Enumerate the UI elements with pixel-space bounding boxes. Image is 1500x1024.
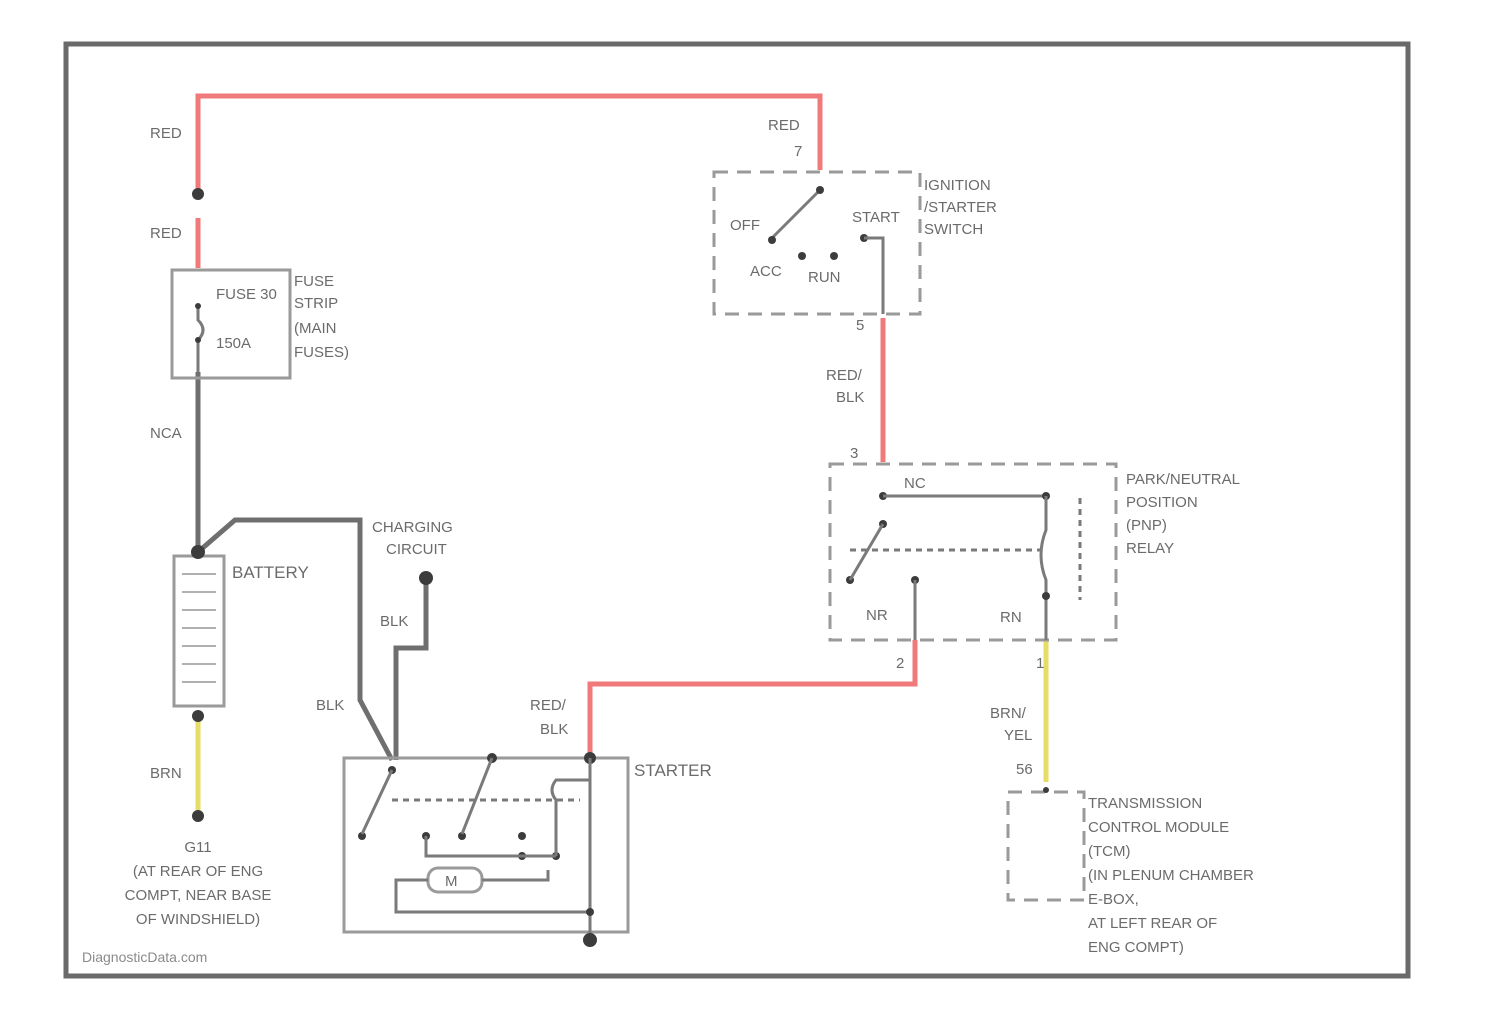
starter: M STARTER — [344, 752, 712, 947]
switch-pin-top: 7 — [794, 143, 802, 160]
starter-motor-label: M — [445, 873, 458, 890]
pnp-contact-nc: NC — [904, 475, 926, 492]
wire-label-red-lower: RED — [150, 225, 182, 242]
wire-label-brn-yel-1: BRN/ — [990, 705, 1027, 722]
ignition-pos-acc: ACC — [750, 263, 782, 280]
switch-pin-bottom: 5 — [856, 317, 864, 334]
tcm-label-5: E-BOX, — [1088, 891, 1139, 908]
ground-label-1: (AT REAR OF ENG — [133, 863, 263, 880]
relay-pin-top: 3 — [850, 445, 858, 462]
fuse-label-2: STRIP — [294, 295, 338, 312]
pnp-contact-nr: NR — [866, 607, 888, 624]
fuse-label-1: FUSE — [294, 273, 334, 290]
pnp-relay-switch-arm — [850, 524, 883, 580]
battery-positive-node — [191, 545, 205, 559]
fuse-strip: FUSE 30 150A FUSE STRIP (MAIN FUSES) — [172, 270, 349, 378]
starter-solenoid-arm-1 — [362, 770, 392, 834]
ignition-label-2: /STARTER — [924, 199, 997, 216]
watermark: DiagnosticData.com — [82, 949, 207, 965]
transmission-control-module: TRANSMISSION CONTROL MODULE (TCM) (IN PL… — [1008, 761, 1254, 956]
tcm-pin: 56 — [1016, 761, 1033, 778]
tcm-label-1: TRANSMISSION — [1088, 795, 1202, 812]
fuse-label-3: (MAIN — [294, 320, 337, 337]
ignition-label-3: SWITCH — [924, 221, 983, 238]
ground-label-2: COMPT, NEAR BASE — [125, 887, 272, 904]
ground-id: G11 — [184, 839, 211, 856]
pnp-relay-coil — [1041, 496, 1046, 640]
pnp-relay: NC NR RN PARK/NEUTRAL POSITION (PNP) REL… — [830, 445, 1240, 672]
diagram-frame — [66, 44, 1408, 976]
starter-solenoid-arm-2 — [462, 758, 492, 834]
blk-wire-charging — [396, 578, 426, 760]
charging-label-1: CHARGING — [372, 519, 453, 536]
battery-box — [174, 556, 224, 706]
starter-label: STARTER — [634, 761, 712, 780]
pnp-label-1: PARK/NEUTRAL — [1126, 471, 1240, 488]
wire-label-red-switch: RED — [768, 117, 800, 134]
wire-label-red-blk-lower-1: RED/ — [530, 697, 567, 714]
tcm-label-2: CONTROL MODULE — [1088, 819, 1229, 836]
fuse-rating: 150A — [216, 335, 251, 352]
wire-label-brn: BRN — [150, 765, 182, 782]
ground-label-3: OF WINDSHIELD) — [136, 911, 260, 928]
ignition-pos-off: OFF — [730, 217, 760, 234]
ignition-pos-start: START — [852, 209, 900, 226]
wire-label-nca: NCA — [150, 425, 182, 442]
pnp-label-4: RELAY — [1126, 540, 1174, 557]
ignition-starter-switch: OFF START ACC RUN IGNITION /STARTER SWIT… — [714, 143, 997, 334]
wire-label-blk-starter: BLK — [316, 697, 344, 714]
pnp-label-2: POSITION — [1126, 494, 1198, 511]
pnp-contact-rn: RN — [1000, 609, 1022, 626]
wire-label-red-blk-upper-2: BLK — [836, 389, 864, 406]
ignition-switch-arm — [772, 190, 820, 238]
tcm-label-4: (IN PLENUM CHAMBER — [1088, 867, 1254, 884]
blk-wire-starter — [198, 520, 392, 760]
ignition-label-1: IGNITION — [924, 177, 991, 194]
wire-label-red-blk-lower-2: BLK — [540, 721, 568, 738]
battery-label: BATTERY — [232, 563, 309, 582]
tcm-label-6: AT LEFT REAR OF — [1088, 915, 1217, 932]
tcm-label-7: ENG COMPT) — [1088, 939, 1184, 956]
battery-negative-node — [192, 710, 204, 722]
fuse-label-4: FUSES) — [294, 344, 349, 361]
wire-label-red-top: RED — [150, 125, 182, 142]
wire-label-red-blk-upper-1: RED/ — [826, 367, 863, 384]
charging-circuit: CHARGING CIRCUIT — [372, 519, 453, 585]
wire-label-blk-charging: BLK — [380, 613, 408, 630]
battery: BATTERY — [174, 556, 309, 706]
tcm-label-3: (TCM) — [1088, 843, 1130, 860]
fuse-name: FUSE 30 — [216, 286, 277, 303]
red-blk-wire-lower — [590, 640, 915, 758]
starter-ground-dot — [583, 933, 597, 947]
relay-pin-bottom-left: 2 — [896, 655, 904, 672]
ground-g11: G11 (AT REAR OF ENG COMPT, NEAR BASE OF … — [125, 810, 272, 928]
red-wire-top — [198, 96, 820, 190]
charging-label-2: CIRCUIT — [386, 541, 447, 558]
pnp-label-3: (PNP) — [1126, 517, 1167, 534]
ground-dot — [192, 810, 204, 822]
relay-pin-bottom-right: 1 — [1036, 655, 1044, 672]
tcm-box — [1008, 792, 1084, 900]
ignition-pos-run: RUN — [808, 269, 841, 286]
splice-top-left — [192, 188, 204, 200]
charging-circuit-dot — [419, 571, 433, 585]
wire-label-brn-yel-2: YEL — [1004, 727, 1032, 744]
